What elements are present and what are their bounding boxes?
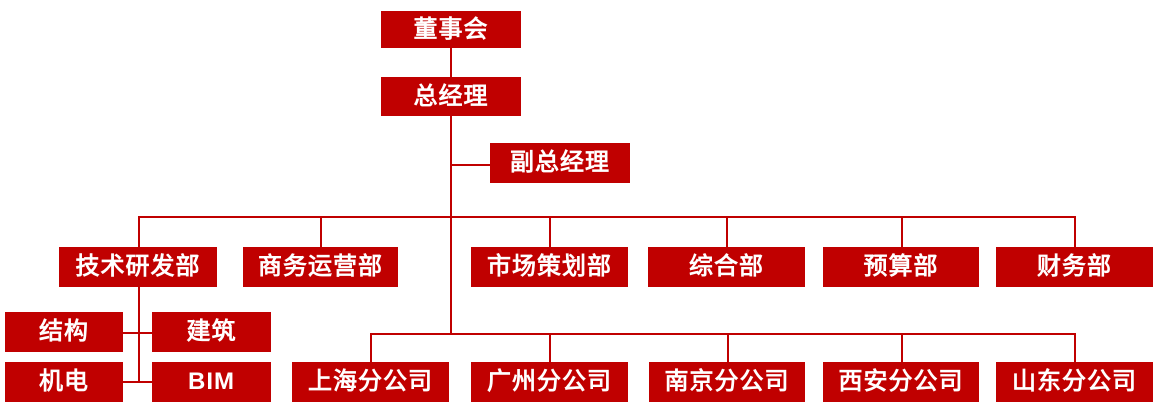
connector-drop-guangzhou	[549, 333, 551, 362]
connector-dept-rail	[138, 216, 1075, 218]
node-dept-tech-rd: 技术研发部	[59, 247, 217, 287]
connector-board-to-gm	[450, 48, 452, 77]
node-board: 董事会	[381, 11, 521, 48]
node-branch-guangzhou: 广州分公司	[471, 362, 628, 402]
connector-drop-marketing	[549, 216, 551, 247]
node-dept-business-ops: 商务运营部	[243, 247, 398, 287]
node-general-manager: 总经理	[381, 77, 521, 116]
node-dept-budget: 预算部	[823, 247, 979, 287]
connector-drop-general	[726, 216, 728, 247]
connector-to-deputy-gm	[450, 164, 490, 166]
node-deputy-general-manager: 副总经理	[490, 143, 630, 183]
node-branch-shandong: 山东分公司	[996, 362, 1153, 402]
connector-main-trunk	[450, 116, 452, 333]
node-dept-finance: 财务部	[996, 247, 1153, 287]
node-team-structure: 结构	[5, 312, 123, 352]
connector-branch-rail	[370, 333, 1075, 335]
node-dept-general-affairs: 综合部	[648, 247, 805, 287]
node-branch-shanghai: 上海分公司	[292, 362, 449, 402]
connector-structure-row	[123, 332, 152, 334]
node-team-architecture: 建筑	[152, 312, 271, 352]
connector-drop-budget	[901, 216, 903, 247]
connector-drop-shandong	[1074, 333, 1076, 362]
node-dept-marketing: 市场策划部	[471, 247, 628, 287]
connector-drop-finance	[1074, 216, 1076, 247]
connector-mep-row	[123, 381, 152, 383]
connector-drop-tech	[138, 216, 140, 247]
connector-drop-xian	[901, 333, 903, 362]
connector-drop-nanjing	[727, 333, 729, 362]
node-branch-xian: 西安分公司	[823, 362, 979, 402]
connector-drop-shanghai	[370, 333, 372, 362]
connector-tech-subtree-trunk	[138, 287, 140, 382]
node-team-mep: 机电	[5, 362, 123, 402]
node-branch-nanjing: 南京分公司	[649, 362, 805, 402]
node-team-bim: BIM	[152, 362, 271, 402]
connector-drop-business	[320, 216, 322, 247]
